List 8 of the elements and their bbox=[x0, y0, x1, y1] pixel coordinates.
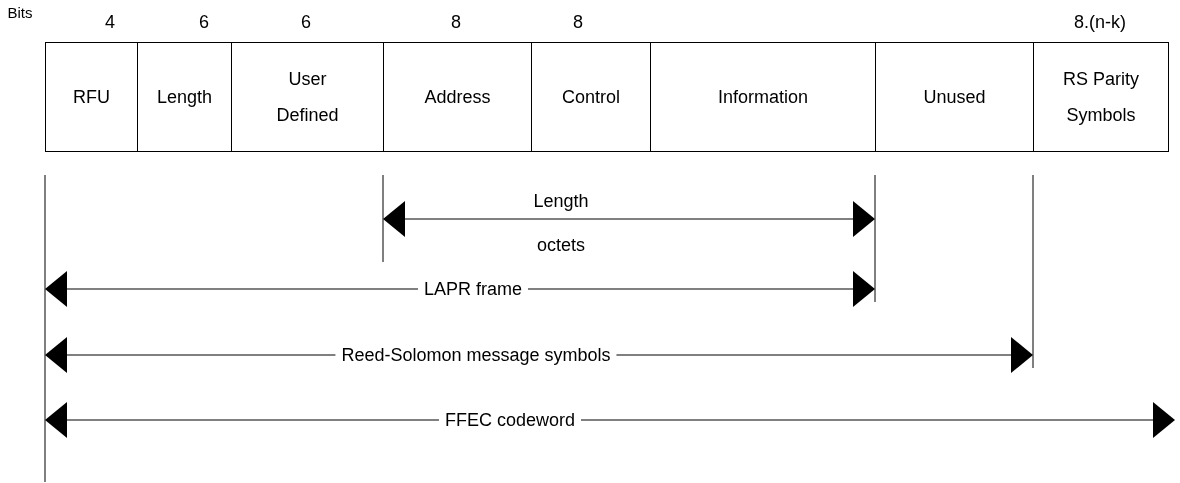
field-label: RFU bbox=[73, 86, 110, 109]
field-label: Unused bbox=[923, 86, 986, 109]
field-label: RS Parity Symbols bbox=[1062, 68, 1140, 127]
field-label: User Defined bbox=[275, 68, 340, 127]
field-label: Length bbox=[156, 86, 213, 109]
field-label: Information bbox=[717, 86, 808, 109]
field-label: Control bbox=[562, 86, 620, 109]
field-label: Address bbox=[424, 86, 491, 109]
